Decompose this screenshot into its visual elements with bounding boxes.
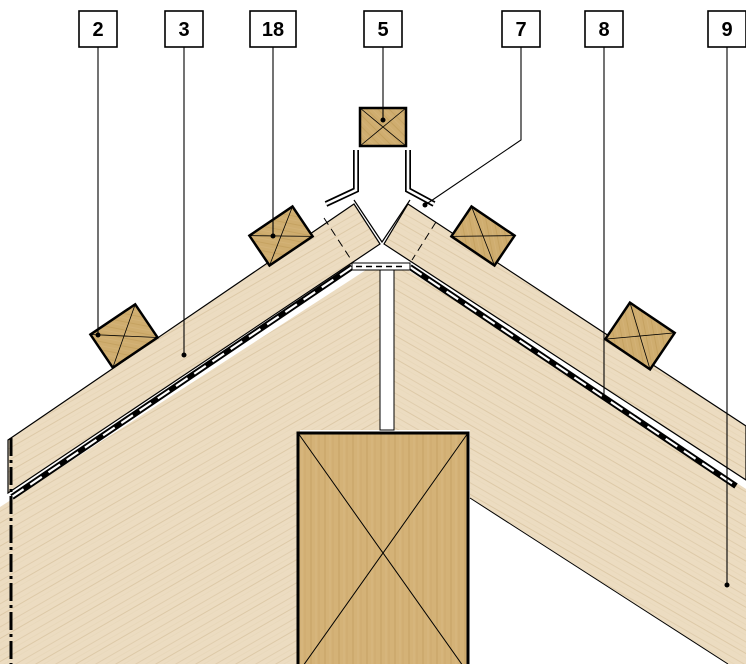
svg-text:9: 9 bbox=[721, 19, 732, 41]
svg-text:3: 3 bbox=[178, 19, 189, 41]
membrane-left bbox=[10, 264, 354, 500]
callout-18: 18 bbox=[249, 10, 297, 48]
callout-3: 3 bbox=[164, 10, 204, 48]
batten-right-upper bbox=[449, 204, 517, 268]
svg-text:8: 8 bbox=[598, 19, 609, 41]
callout-7: 7 bbox=[501, 10, 541, 48]
svg-text:7: 7 bbox=[515, 19, 526, 41]
ridge-post bbox=[296, 431, 470, 664]
lower-rafter-left bbox=[0, 270, 380, 664]
membrane-right bbox=[408, 264, 738, 489]
batten-left-upper bbox=[247, 204, 315, 268]
batten-right-lower bbox=[603, 300, 677, 372]
callout-5: 5 bbox=[363, 10, 403, 48]
svg-text:2: 2 bbox=[92, 19, 103, 41]
batten-left-lower bbox=[88, 302, 160, 370]
svg-text:5: 5 bbox=[377, 19, 388, 41]
ridge-gap bbox=[379, 269, 395, 431]
callout-9: 9 bbox=[707, 10, 746, 48]
ridge-cap-strip bbox=[351, 262, 411, 271]
ridge-flashing bbox=[324, 150, 436, 244]
lower-rafter-right bbox=[394, 270, 746, 664]
callout-2: 2 bbox=[78, 10, 118, 48]
callout-8: 8 bbox=[584, 10, 624, 48]
svg-text:18: 18 bbox=[262, 19, 284, 41]
leader-lines bbox=[95, 43, 730, 588]
upper-layer-left bbox=[7, 203, 381, 495]
